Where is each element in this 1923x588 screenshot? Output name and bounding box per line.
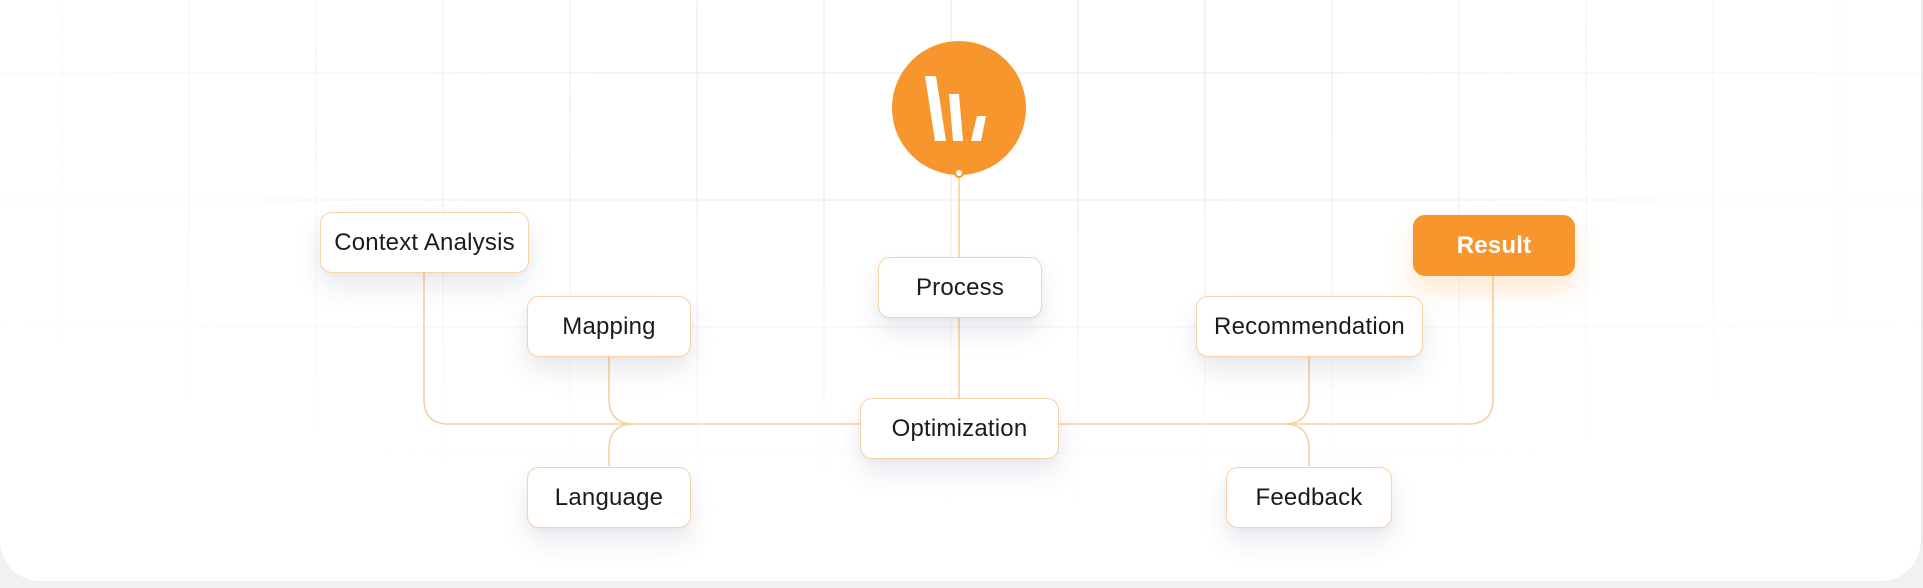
connector-mapping: [608, 356, 635, 425]
node-result[interactable]: Result: [1413, 215, 1575, 276]
connector-language: [608, 423, 635, 466]
brand-logo-mark: [925, 76, 986, 141]
connector-result: [1450, 275, 1494, 425]
node-label: Context Analysis: [334, 228, 515, 256]
node-optimization[interactable]: Optimization: [860, 398, 1059, 459]
node-label: Result: [1456, 231, 1532, 259]
node-process[interactable]: Process: [878, 257, 1042, 318]
node-label: Recommendation: [1214, 312, 1405, 340]
connector-recommendation: [1283, 356, 1310, 425]
connector-feedback: [1283, 423, 1310, 466]
node-label: Mapping: [562, 312, 656, 340]
connector-context-analysis: [423, 272, 460, 425]
node-label: Feedback: [1255, 483, 1363, 511]
node-mapping[interactable]: Mapping: [527, 296, 691, 357]
node-recommendation[interactable]: Recommendation: [1196, 296, 1423, 357]
node-label: Language: [554, 483, 664, 511]
node-feedback[interactable]: Feedback: [1226, 467, 1392, 528]
brand-logo-icon: [892, 41, 1026, 175]
root-connector-port: [954, 168, 964, 178]
node-language[interactable]: Language: [527, 467, 691, 528]
node-context-analysis[interactable]: Context Analysis: [320, 212, 529, 273]
node-label: Optimization: [891, 414, 1028, 442]
node-label: Process: [915, 273, 1005, 301]
